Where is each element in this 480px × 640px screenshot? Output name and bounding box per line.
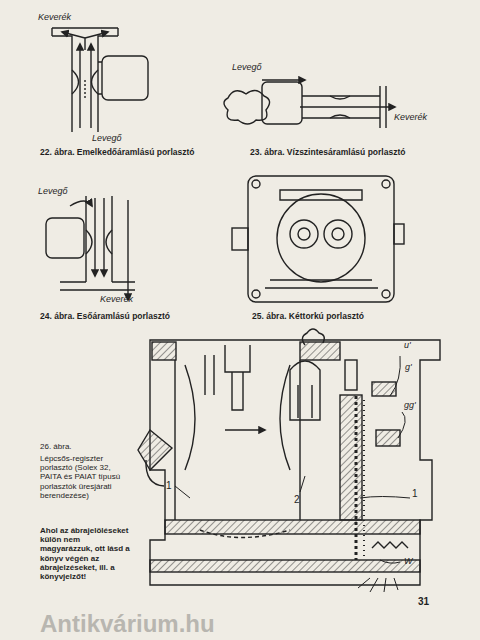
page-number: 31 — [418, 596, 429, 608]
flow-label: Levegő — [232, 62, 262, 72]
callout-letter: gg' — [404, 400, 416, 410]
figure-caption: 22. ábra. Emelkedőáramlású porlasztó — [40, 148, 194, 158]
callout-number: 1 — [412, 488, 418, 500]
flow-label: Levegő — [92, 133, 122, 143]
twin-choke-carburettor — [232, 176, 404, 302]
figure-caption: 25. ábra. Kéttorkú porlasztó — [252, 312, 364, 322]
figure-caption: Lépcsős-regiszter porlasztó (Solex 32, P… — [40, 454, 132, 500]
figure-caption: 23. ábra. Vízszintesáramlású porlasztó — [250, 148, 405, 158]
flow-label: Levegő — [38, 186, 68, 196]
callout-number: 1 — [166, 480, 172, 492]
figure-caption: 26. ábra. — [40, 442, 72, 451]
note: Ahol az ábrajelöléseket külön nem magyar… — [40, 526, 132, 581]
flow-label: Keverék — [38, 12, 71, 22]
watermark: Antikvárium.hu — [40, 610, 215, 638]
downdraft-carburettor — [46, 196, 135, 300]
callout-number: 2 — [294, 494, 300, 506]
callout-letter: g' — [405, 362, 412, 372]
register-carburettor-section — [138, 329, 440, 592]
callout-letter: W — [404, 556, 413, 566]
updraft-carburettor — [52, 28, 148, 132]
flow-label: Keverék — [100, 294, 133, 304]
callout-letter: u' — [404, 340, 411, 350]
flow-label: Keverék — [394, 112, 427, 122]
figure-caption: 24. ábra. Esőáramlású porlasztó — [40, 312, 170, 322]
horizontal-carburettor — [224, 80, 395, 128]
